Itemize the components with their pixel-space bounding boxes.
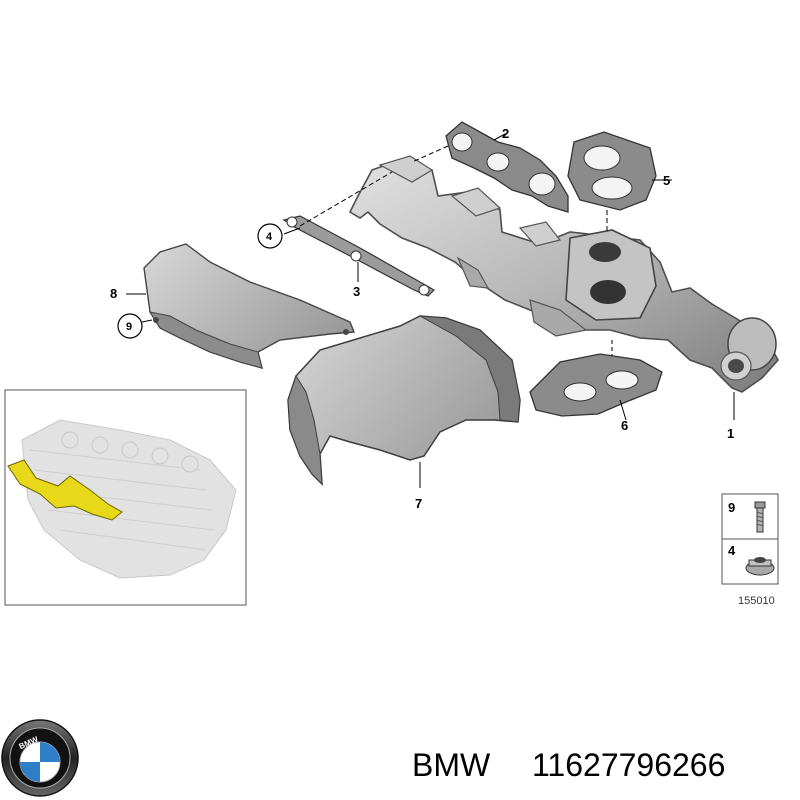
bmw-roundel-icon: BMW: [1, 719, 79, 797]
callout-9-circle: [117, 313, 143, 339]
callout-4-circle: [257, 223, 283, 249]
small-parts-legend: 9 4 155010: [721, 493, 779, 607]
engine-location-inset: [4, 389, 247, 606]
callout-2: 2: [502, 126, 509, 141]
callout-labels: 1 2 3 4 5 6 7 8 9: [110, 126, 734, 511]
callout-9: 9: [126, 321, 132, 333]
gasket-6: [529, 340, 663, 421]
flange-nut-icon: [745, 557, 775, 576]
heat-shield-7: [287, 315, 521, 488]
highlighted-part: [7, 459, 123, 521]
legend-label-nut: 4: [728, 543, 736, 558]
part-number-footer: BMW 11627796266: [412, 747, 725, 783]
retaining-strap-3: [282, 171, 435, 297]
heat-shield-8: [126, 243, 356, 369]
callout-6: 6: [621, 418, 628, 433]
gasket-5: [567, 131, 672, 232]
gasket-2: [411, 121, 569, 213]
callout-1: 1: [727, 426, 734, 441]
bolt-icon: [754, 501, 766, 533]
callout-7: 7: [415, 496, 422, 511]
exhaust-manifold: [348, 155, 779, 420]
drawing-number: 155010: [738, 595, 775, 607]
part-number: 11627796266: [532, 747, 725, 783]
legend-label-bolt: 9: [728, 500, 735, 515]
brand-name: BMW: [412, 747, 491, 783]
callout-8: 8: [110, 286, 117, 301]
ghost-engine: [21, 419, 237, 579]
callout-3: 3: [353, 284, 360, 299]
callout-5: 5: [663, 173, 670, 188]
callout-4: 4: [266, 231, 273, 243]
